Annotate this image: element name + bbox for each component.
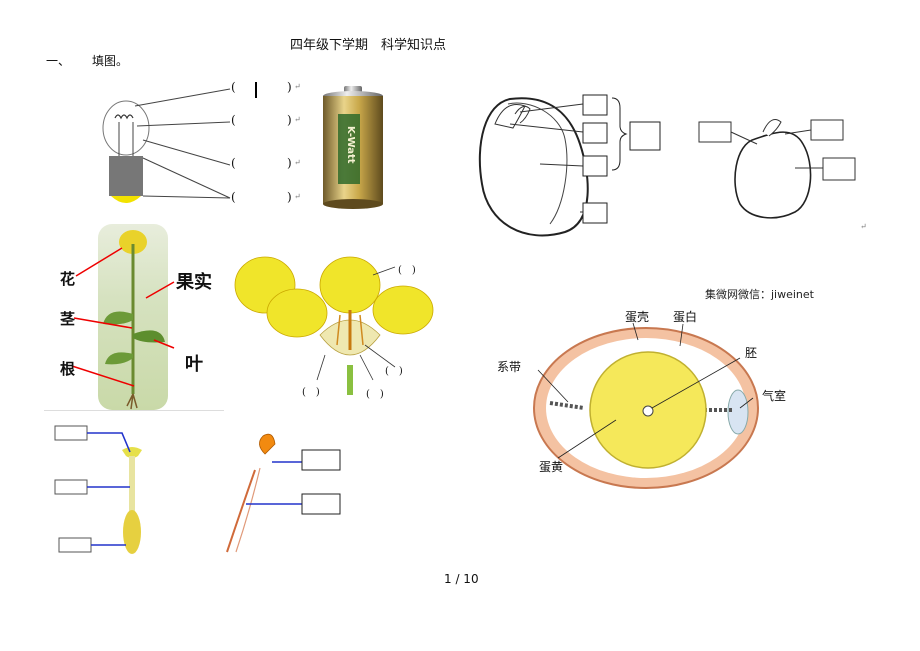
- bracket-close-1: ): [287, 80, 292, 94]
- label-fruit: 果实: [176, 272, 212, 293]
- pistil-stamen-diagram: [54, 425, 341, 554]
- bracket-open-3: (: [231, 156, 236, 170]
- bracket-open-4: (: [231, 190, 236, 204]
- flower-bracket-2: ( ): [385, 366, 403, 377]
- egg-diagram: [533, 322, 759, 489]
- page-number: 1 / 10: [444, 572, 479, 586]
- flower-bracket-1: ( ): [398, 265, 416, 276]
- bean-seed-diagram-2: [698, 119, 856, 219]
- egg-label-shell: 蛋壳: [625, 310, 650, 324]
- divider-line: [44, 410, 224, 411]
- egg-label-air-cell: 气室: [762, 389, 787, 403]
- flower-diagram: [234, 256, 434, 395]
- label-flower: 花: [60, 270, 76, 288]
- light-bulb-diagram: [102, 82, 257, 203]
- section-number: 一、: [46, 54, 71, 68]
- bracket-close-2: ): [287, 113, 292, 127]
- egg-label-chalaza: 系带: [497, 360, 522, 374]
- egg-label-embryo: 胚: [745, 346, 758, 360]
- egg-label-yolk: 蛋黄: [539, 460, 564, 474]
- flower-bracket-3: ( ): [302, 387, 320, 398]
- return-mark-5: ↵: [860, 222, 867, 231]
- label-leaf: 叶: [185, 354, 203, 375]
- battery-image: [323, 86, 383, 209]
- flower-bracket-4: ( ): [366, 389, 384, 400]
- label-root: 根: [60, 360, 76, 378]
- return-mark-2: ↵: [294, 115, 301, 124]
- egg-label-albumen: 蛋白: [673, 310, 698, 324]
- return-mark-4: ↵: [294, 192, 301, 201]
- bean-seed-diagram: [478, 94, 661, 237]
- image-credit: 集微网微信：jiweinet: [705, 288, 814, 301]
- return-mark-1: ↵: [294, 82, 301, 91]
- section-title: 填图。: [92, 54, 129, 68]
- bracket-open-2: (: [231, 113, 236, 127]
- rapeseed-plant-drawing: [71, 230, 175, 410]
- page-title: 四年级下学期 科学知识点: [290, 38, 447, 53]
- bracket-close-4: ): [287, 190, 292, 204]
- return-mark-3: ↵: [294, 158, 301, 167]
- battery-brand: K-Watt: [345, 126, 356, 164]
- bracket-open-1: (: [231, 80, 236, 94]
- bracket-close-3: ): [287, 156, 292, 170]
- label-stem: 茎: [60, 310, 76, 328]
